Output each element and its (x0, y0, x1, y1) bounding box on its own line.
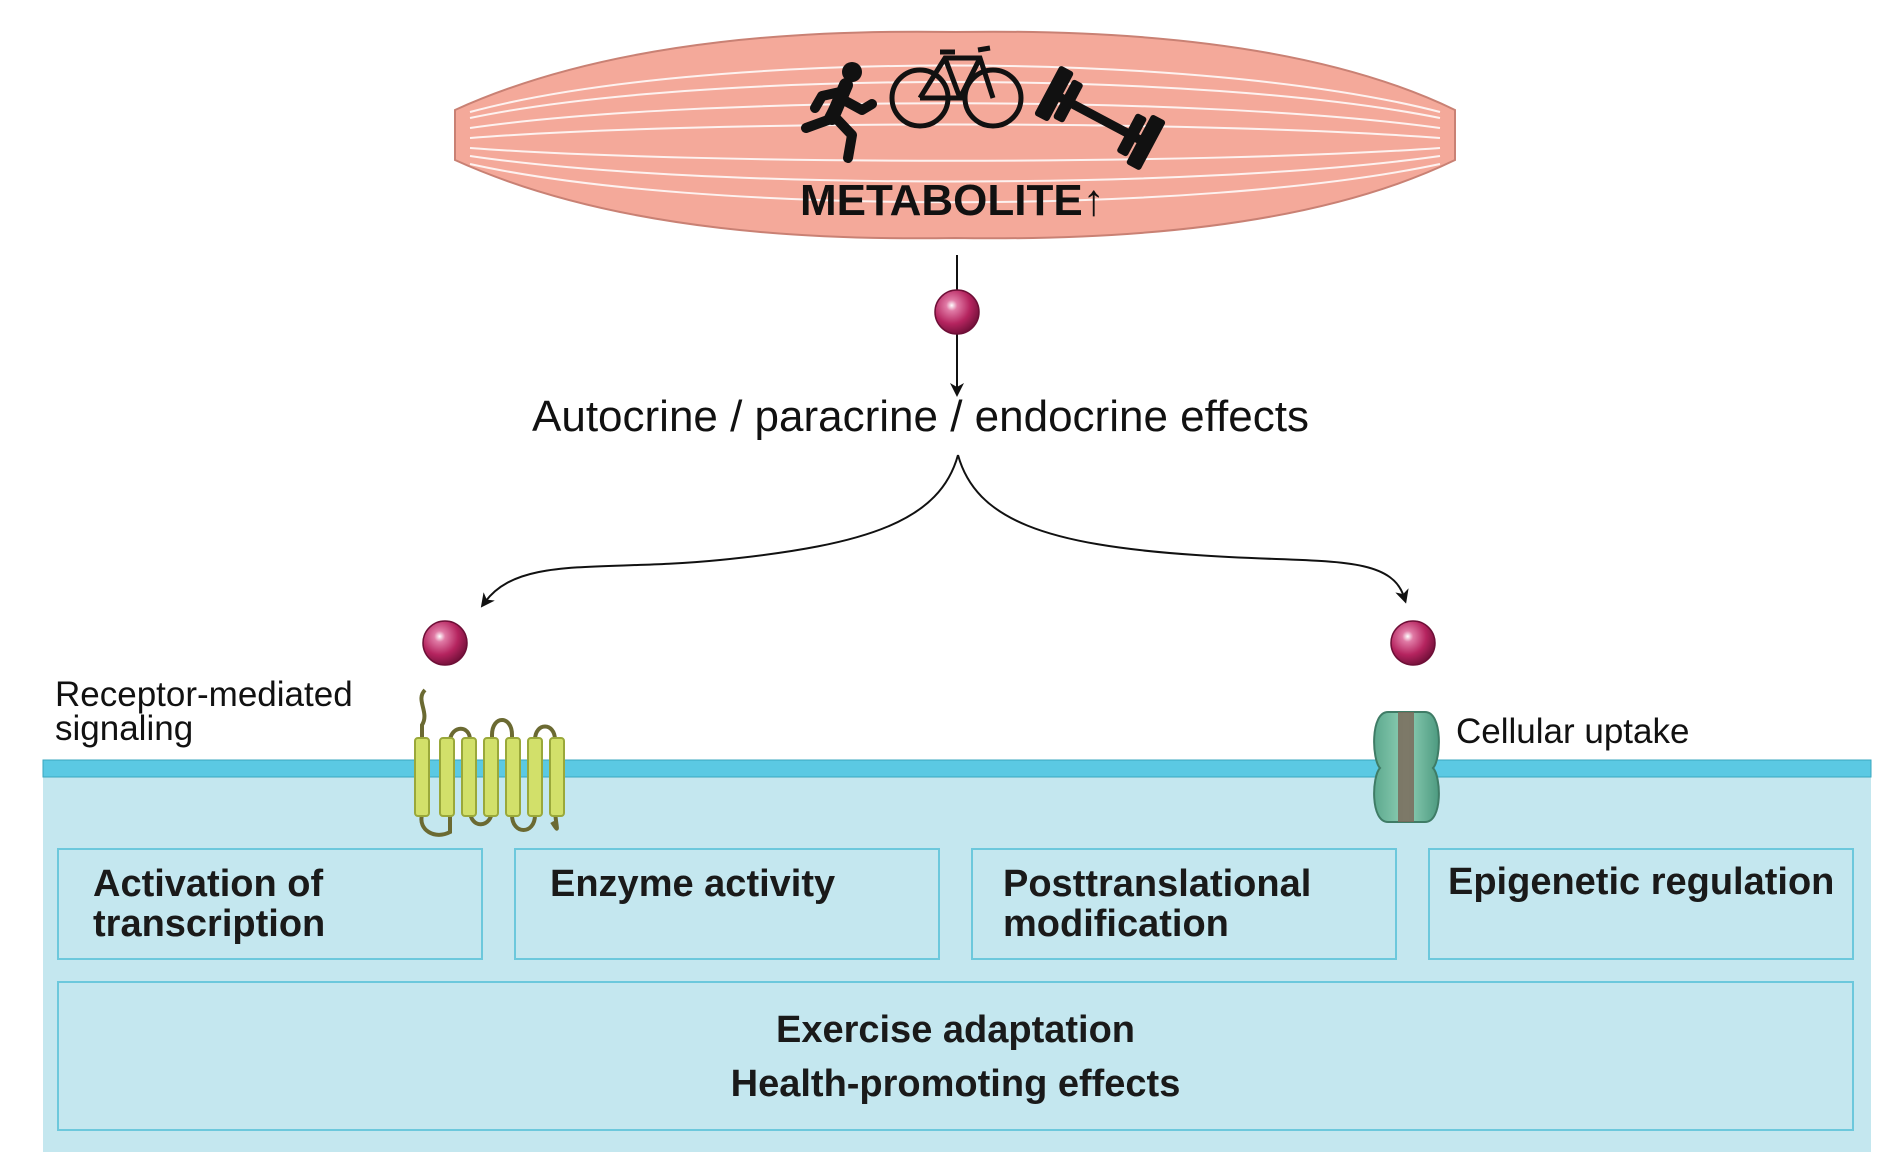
box-enzyme-activity-text: Enzyme activity (550, 863, 836, 905)
runner-icon (801, 62, 877, 163)
box-epigenetic: Epigenetic regulation (1428, 848, 1854, 960)
outcome-line-1: Exercise adaptation (775, 1009, 1136, 1051)
cell-membrane (42, 759, 1872, 778)
box-transcription: Activation of transcription (57, 848, 483, 960)
right-curve-arrow (957, 454, 1409, 604)
outcome-box: Exercise adaptation Health-promoting eff… (57, 981, 1854, 1131)
box-transcription-text: Activation of transcription (93, 863, 326, 945)
left-curve-arrow (480, 454, 959, 608)
metabolite-ball-left (422, 620, 468, 666)
metabolite-label: METABOLITE↑ (800, 176, 1105, 226)
receptor-signaling-label: Receptor-mediated signaling (55, 675, 353, 748)
effects-label: Autocrine / paracrine / endocrine effect… (532, 392, 1309, 441)
box-posttranslational: Posttranslational modification (971, 848, 1397, 960)
outcome-line-2: Health-promoting effects (730, 1063, 1181, 1105)
box-posttranslational-text: Posttranslational modification (1003, 863, 1312, 945)
transporter-channel-icon (1373, 711, 1440, 823)
cellular-uptake-label: Cellular uptake (1456, 712, 1690, 751)
box-enzyme-activity: Enzyme activity (514, 848, 940, 960)
metabolite-text: METABOLITE (800, 176, 1083, 225)
box-epigenetic-text: Epigenetic regulation (1448, 861, 1835, 903)
bicycle-icon (889, 45, 1024, 129)
dumbbell-icon (1034, 66, 1166, 170)
metabolite-ball-top (934, 289, 980, 335)
muscle-shape (454, 30, 1456, 240)
receptor-icon (414, 688, 565, 837)
increase-arrow: ↑ (1082, 176, 1105, 225)
metabolite-ball-right (1390, 620, 1436, 666)
